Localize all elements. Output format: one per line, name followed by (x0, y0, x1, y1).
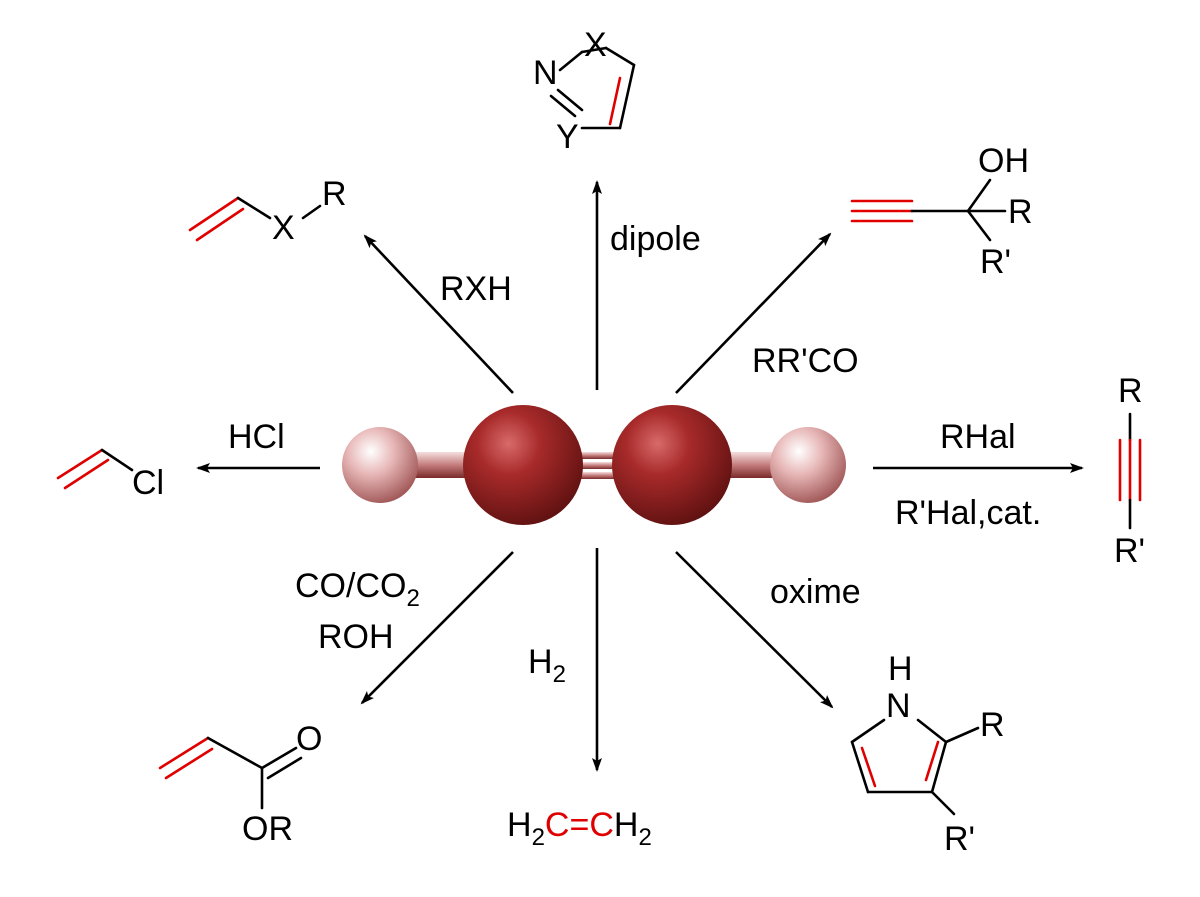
atom-y: Y (556, 118, 579, 156)
atom-r-prime: R' (944, 820, 975, 858)
atom-oh: OH (978, 142, 1029, 180)
atom-r-prime: R' (1114, 532, 1145, 570)
product-five-membered-ring: X N Y (533, 26, 636, 156)
reagent-roh: ROH (318, 618, 394, 656)
acetylene-molecule-model (342, 405, 846, 525)
hydrogen-atom-right (770, 427, 846, 503)
product-pyrrole: H N R R' (850, 650, 1005, 858)
reagent-co-co2: CO/CO2 (295, 567, 420, 612)
atom-or: OR (242, 810, 293, 848)
reagent-rrco: RR'CO (752, 342, 859, 380)
atom-n: N (886, 687, 911, 725)
triple-bond-1 (560, 452, 645, 459)
reagent-hcl: HCl (228, 418, 285, 456)
product-ethylene: H2C=CH2 (507, 806, 652, 851)
hydrogen-atom-left (342, 427, 418, 503)
reagent-rhal-cat: R'Hal,cat. (895, 494, 1041, 532)
reagent-rxh: RXH (440, 270, 512, 308)
triple-bond-2 (560, 462, 645, 469)
atom-r-prime: R' (980, 243, 1011, 281)
product-vinyl-chloride: Cl (56, 448, 164, 502)
triple-bond-3 (560, 472, 645, 479)
atom-r: R (322, 175, 347, 213)
reagent-oxime: oxime (770, 573, 861, 611)
atom-x: X (272, 209, 295, 247)
arrow-down-left (360, 551, 514, 705)
atom-r: R (1118, 372, 1143, 410)
carbon-atom-right (612, 405, 732, 525)
atom-x: X (584, 26, 607, 64)
product-propargyl-alcohol: OH R R' (850, 142, 1033, 281)
atom-h: H (888, 650, 913, 688)
atom-cl: Cl (132, 464, 164, 502)
reagent-h2: H2 (528, 643, 566, 688)
carbon-atom-left (463, 405, 583, 525)
atom-o: O (296, 720, 322, 758)
reagent-rhal: RHal (940, 418, 1016, 456)
arrow-up-right (675, 232, 832, 394)
arrow-up-left (363, 234, 514, 394)
product-acrylate-ester: O OR (158, 720, 322, 848)
arrow-down-right (675, 551, 834, 709)
product-vinyl-ether: X R (188, 175, 347, 247)
atom-r: R (1008, 193, 1033, 231)
atom-r: R (980, 706, 1005, 744)
product-disubstituted-alkyne: R R' (1114, 372, 1145, 570)
reagent-dipole: dipole (610, 220, 701, 258)
atom-n: N (533, 54, 558, 92)
